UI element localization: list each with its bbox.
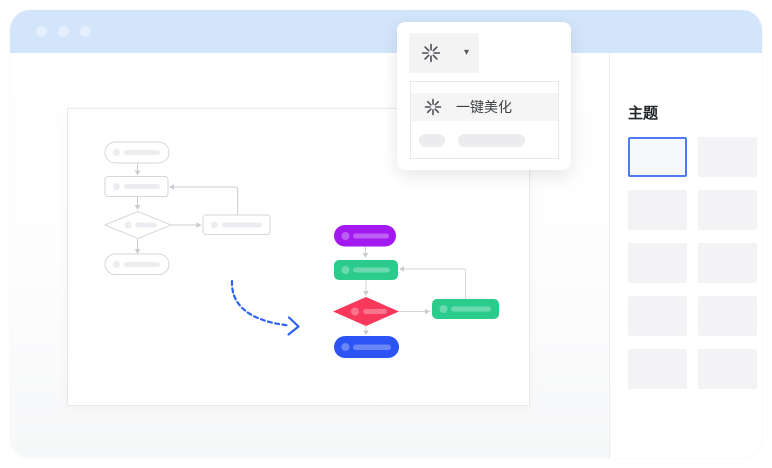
theme-tile[interactable] xyxy=(698,243,757,283)
chevron-down-icon: ▾ xyxy=(463,47,469,58)
theme-tile[interactable] xyxy=(628,296,687,336)
window-dot-icon[interactable] xyxy=(36,26,47,37)
placeholder-pill xyxy=(458,134,525,147)
theme-tile[interactable] xyxy=(698,137,757,177)
after-connectors xyxy=(365,246,466,331)
burst-icon xyxy=(424,98,442,116)
after-end-node[interactable] xyxy=(334,336,399,358)
placeholder-pill xyxy=(419,134,445,147)
theme-tile[interactable] xyxy=(698,349,757,389)
beautify-dropdown-panel: ▾ 一键美化 xyxy=(397,22,571,170)
theme-tile[interactable] xyxy=(628,190,687,230)
transform-arrow xyxy=(230,279,300,336)
beautify-menu: 一键美化 xyxy=(410,81,559,159)
after-start-node[interactable] xyxy=(334,225,396,247)
app-window: 主题 xyxy=(10,10,762,458)
theme-tile[interactable] xyxy=(698,296,757,336)
menu-item-label: 一键美化 xyxy=(456,99,512,115)
browser-header xyxy=(10,10,762,53)
window-dot-icon[interactable] xyxy=(80,26,91,37)
window-dot-icon[interactable] xyxy=(58,26,69,37)
after-decision-node[interactable] xyxy=(333,297,399,326)
before-arrowheads xyxy=(134,170,202,254)
theme-grid xyxy=(628,137,762,389)
theme-tile-selected[interactable] xyxy=(628,137,687,177)
after-side-process-node[interactable] xyxy=(432,299,499,319)
theme-tile[interactable] xyxy=(698,190,757,230)
theme-tile[interactable] xyxy=(628,243,687,283)
flowchart-layer xyxy=(103,141,499,358)
before-connectors xyxy=(137,163,239,249)
menu-item-placeholder[interactable] xyxy=(411,134,558,148)
after-node-placeholders xyxy=(341,232,491,351)
theme-tile[interactable] xyxy=(628,349,687,389)
theme-sidebar: 主题 xyxy=(609,53,762,458)
after-process-node[interactable] xyxy=(334,260,398,280)
menu-item-beautify[interactable]: 一键美化 xyxy=(411,93,558,121)
burst-icon xyxy=(421,43,441,63)
after-arrowheads xyxy=(362,253,430,335)
beautify-button[interactable]: ▾ xyxy=(409,33,479,73)
before-node-placeholders xyxy=(113,149,262,268)
sidebar-title: 主题 xyxy=(628,105,659,122)
